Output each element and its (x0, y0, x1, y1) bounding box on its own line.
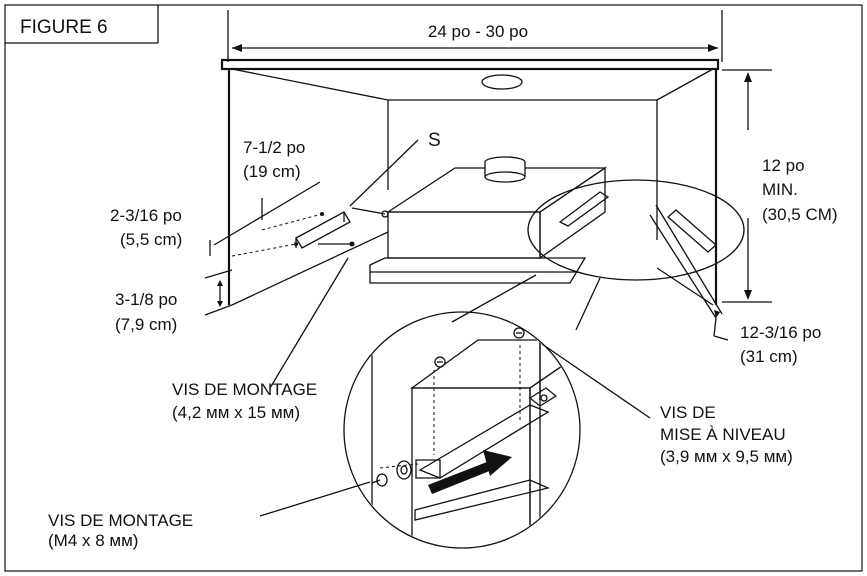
mounting-screw-b-callout: VIS DE MONTAGE (M4 x 8 мм) (48, 511, 193, 550)
screw-s-icon (351, 207, 386, 215)
width-dimension: 24 po - 30 po (227, 10, 723, 62)
figure-label: FIGURE 6 (20, 17, 108, 38)
duct-opening-icon (481, 74, 523, 90)
right-bracket-line1: 12-3/16 po (740, 323, 821, 342)
detail-connector-lines (451, 274, 601, 331)
mounting-screw-a-line2: (4,2 мм x 15 мм) (172, 403, 300, 422)
figure-label-box: FIGURE 6 (5, 5, 159, 44)
side-offset-line2: (19 cm) (243, 162, 301, 181)
hood-bracket-icon (558, 191, 610, 227)
bracket-spacing-line1: 2-3/16 po (110, 206, 182, 225)
height-line2: MIN. (762, 180, 798, 199)
slide-direction-arrow-icon (428, 460, 497, 494)
mounting-screw-callout: VIS DE MONTAGE (4,2 мм x 15 мм) (172, 380, 317, 422)
mounting-screw-washer-icon (371, 460, 412, 487)
bottom-offset-line2: (7,9 cm) (115, 315, 177, 334)
cabinet (220, 58, 720, 306)
right-bracket-line2: (31 cm) (740, 347, 798, 366)
figure-frame (4, 4, 863, 572)
bottom-offset-line1: 3-1/8 po (115, 290, 177, 309)
s-marker: S (428, 130, 441, 151)
height-dimension: 12 po MIN. (30,5 CM) (722, 69, 856, 303)
leveling-screw-icon (434, 327, 525, 368)
height-line1: 12 po (762, 156, 805, 175)
mounting-screw-a-line1: VIS DE MONTAGE (172, 380, 317, 399)
height-line3: (30,5 CM) (762, 205, 838, 224)
magnified-detail (343, 311, 581, 549)
left-bracket: S (295, 130, 441, 249)
leveling-screw-line1: VIS DE (660, 403, 716, 422)
leveling-screw-line3: (3,9 мм x 9,5 мм) (660, 447, 793, 466)
range-hood (369, 156, 610, 284)
leveling-screw-line2: MISE À NIVEAU (660, 425, 786, 444)
width-label: 24 po - 30 po (428, 22, 528, 41)
left-dimensions: 7-1/2 po (19 cm) 2-3/16 po (5,5 cm) 3-1/… (110, 138, 324, 334)
callout-leaders (259, 257, 651, 517)
leveling-screw-callout: VIS DE MISE À NIVEAU (3,9 мм x 9,5 мм) (660, 403, 793, 466)
bracket-spacing-line2: (5,5 cm) (120, 230, 182, 249)
mounting-screw-b-line1: VIS DE MONTAGE (48, 511, 193, 530)
right-bracket-detail: 12-3/16 po (31 cm) (527, 179, 821, 366)
side-offset-line1: 7-1/2 po (243, 138, 305, 157)
mounting-screw-b-line2: (M4 x 8 мм) (48, 531, 138, 550)
